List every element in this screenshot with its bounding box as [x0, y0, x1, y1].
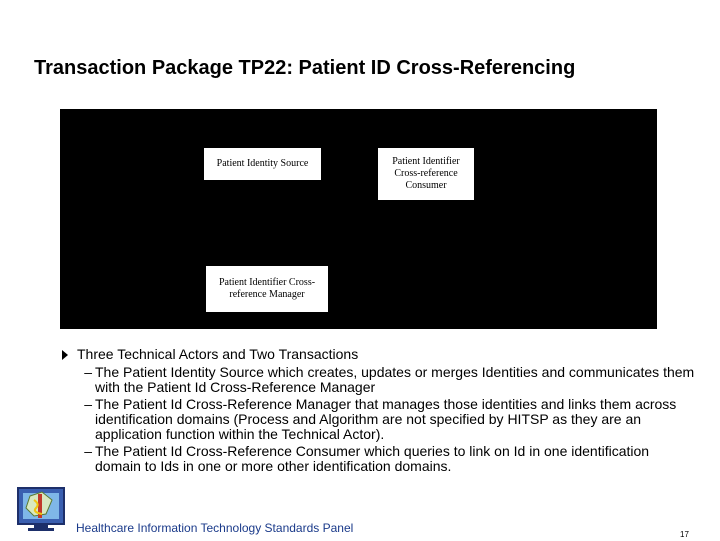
dash-marker: – [84, 396, 92, 412]
patient-identifier-manager-box: Patient Identifier Cross-reference Manag… [206, 266, 328, 312]
patient-identity-source-box: Patient Identity Source [204, 148, 321, 180]
patient-identifier-consumer-box: Patient Identifier Cross-reference Consu… [378, 148, 474, 200]
dash-marker: – [84, 443, 92, 459]
actor-diagram: Patient Identity Source Patient Identifi… [60, 109, 657, 329]
sub-bullet: – The Patient Id Cross-Reference Manager… [62, 397, 695, 442]
sub-bullet: – The Patient Identity Source which crea… [62, 365, 695, 395]
footer-text: Healthcare Information Technology Standa… [76, 521, 354, 535]
sub-bullet-text: The Patient Identity Source which create… [95, 364, 695, 395]
main-bullet-text: Three Technical Actors and Two Transacti… [77, 346, 359, 362]
hitsp-logo-icon [12, 482, 72, 536]
sub-bullet: – The Patient Id Cross-Reference Consume… [62, 444, 695, 474]
main-bullet: Three Technical Actors and Two Transacti… [62, 346, 682, 363]
dash-marker: – [84, 364, 92, 380]
slide-title: Transaction Package TP22: Patient ID Cro… [34, 57, 576, 79]
triangle-bullet-icon [62, 350, 68, 360]
sub-bullet-text: The Patient Id Cross-Reference Manager t… [95, 396, 677, 442]
page-number: 17 [680, 530, 689, 539]
sub-bullet-text: The Patient Id Cross-Reference Consumer … [95, 443, 650, 474]
bullet-list: Three Technical Actors and Two Transacti… [62, 346, 694, 474]
